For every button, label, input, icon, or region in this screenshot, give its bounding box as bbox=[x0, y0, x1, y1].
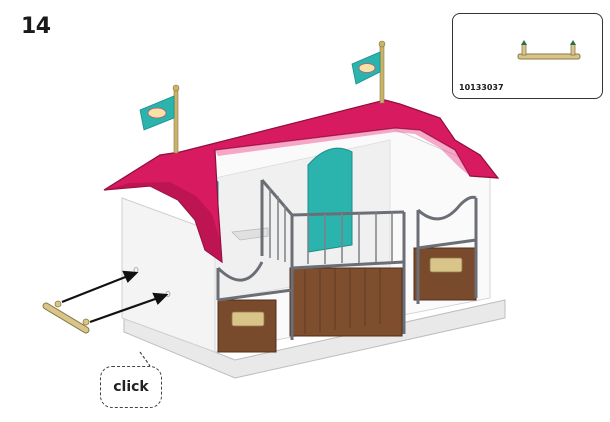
part-number: 10133037 bbox=[459, 83, 504, 92]
stall-bars bbox=[216, 179, 478, 340]
name-plaque-icon bbox=[231, 311, 265, 327]
stall-panel-right bbox=[413, 247, 477, 301]
stall-gate bbox=[289, 267, 403, 337]
name-plaque-icon bbox=[429, 257, 463, 273]
click-callout: click bbox=[100, 366, 162, 408]
step-number: 14 bbox=[21, 14, 51, 39]
handle-bar-icon bbox=[517, 40, 581, 60]
insert-arrows bbox=[61, 270, 169, 324]
flag-left bbox=[139, 84, 180, 154]
handle-bar-part bbox=[42, 300, 90, 334]
flag-right bbox=[351, 40, 386, 104]
parts-callout-box: 10133037 bbox=[452, 13, 603, 99]
teal-door bbox=[307, 147, 353, 253]
